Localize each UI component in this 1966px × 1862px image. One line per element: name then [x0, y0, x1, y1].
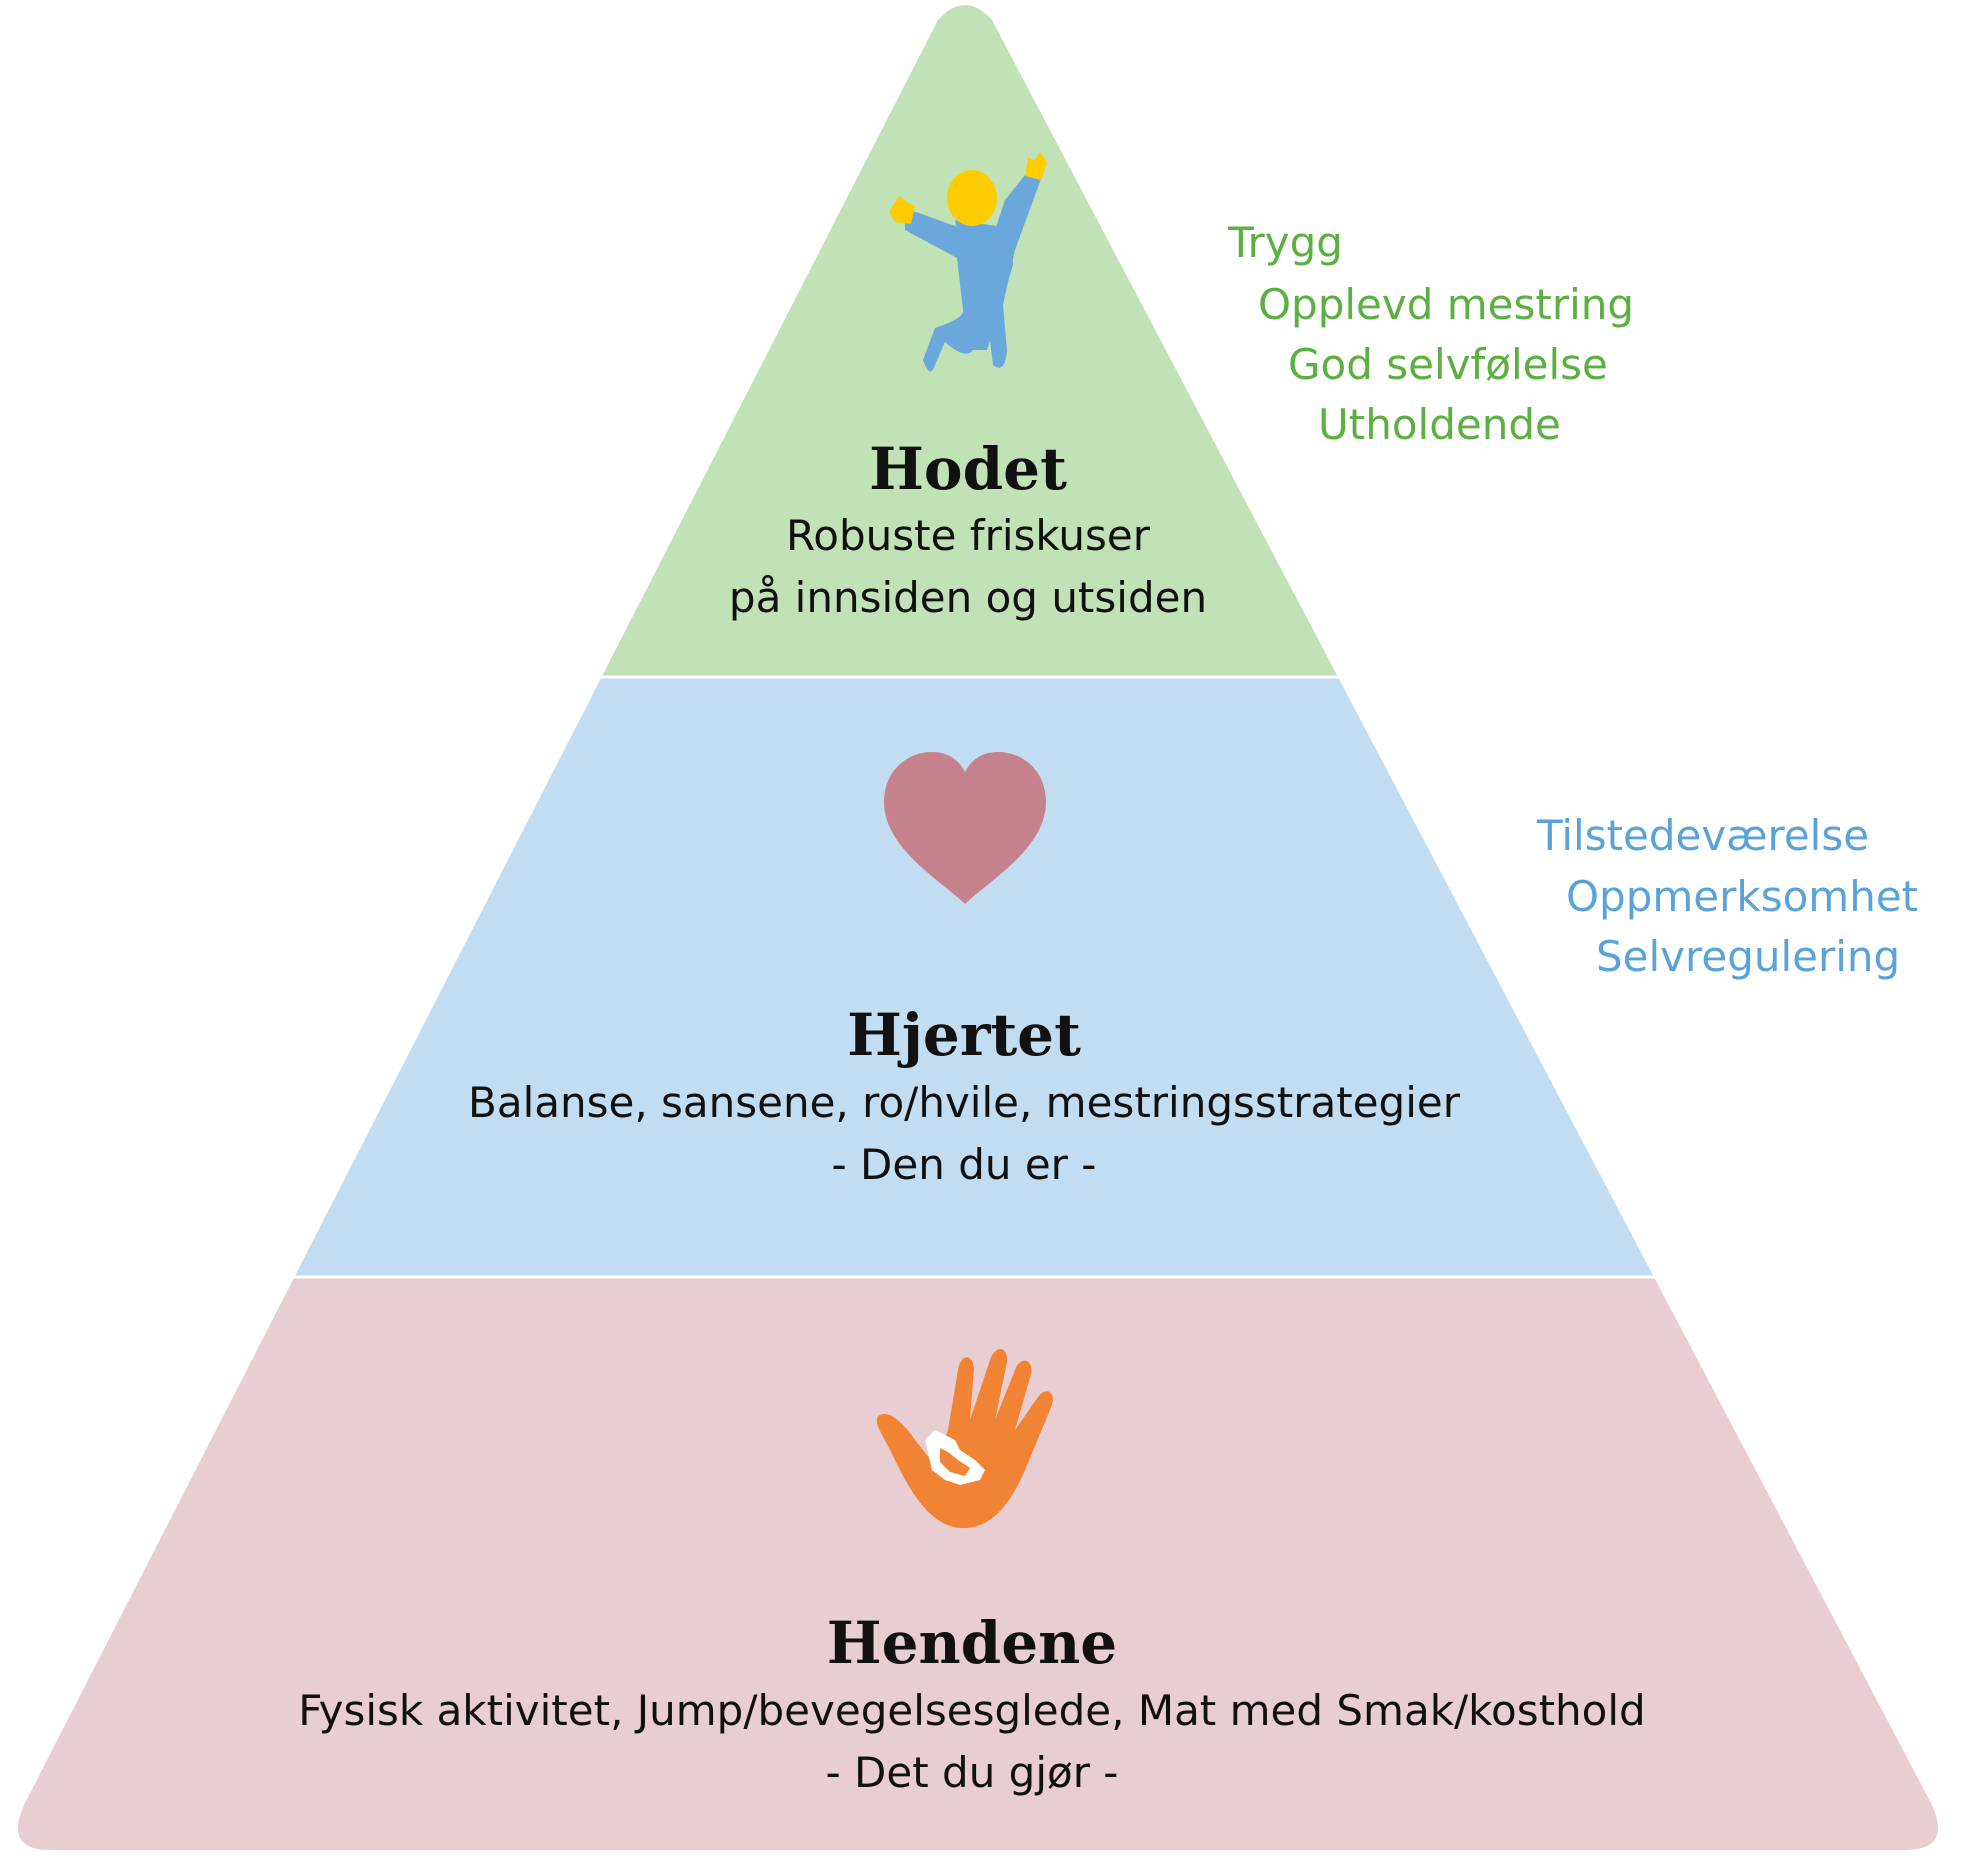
green-list-item: Trygg	[1228, 218, 1343, 267]
layer-description-top-line1: Robuste friskuser	[785, 511, 1151, 560]
layer-description-bottom-line2: - Det du gjør -	[825, 1748, 1119, 1797]
blue-list-item: Tilstedeværelse	[1537, 811, 1870, 860]
heart-icon	[884, 752, 1046, 904]
green-list-item: God selvfølelse	[1288, 340, 1608, 389]
green-list-item: Utholdende	[1318, 400, 1561, 449]
layer-description-bottom-line1: Fysisk aktivitet, Jump/bevegelsesglede, …	[298, 1686, 1646, 1735]
layer-description-middle-line1: Balanse, sansene, ro/hvile, mestringsstr…	[468, 1078, 1460, 1127]
pyramid-layer-bottom	[17, 1277, 1938, 1850]
layer-description-top-line2: på innsiden og utsiden	[728, 573, 1208, 622]
blue-list-item: Oppmerksomhet	[1566, 872, 1919, 921]
layer-title-middle: Hjertet	[847, 1001, 1081, 1069]
green-list-item: Opplevd mestring	[1258, 280, 1635, 329]
layer-title-top: Hodet	[869, 435, 1067, 503]
hands-icon	[876, 1348, 1053, 1529]
layer-description-middle-line2: - Den du er -	[831, 1140, 1097, 1189]
layer-title-bottom: Hendene	[826, 1609, 1118, 1677]
jumping-person-icon	[889, 152, 1047, 372]
blue-list-item: Selvregulering	[1596, 932, 1901, 981]
